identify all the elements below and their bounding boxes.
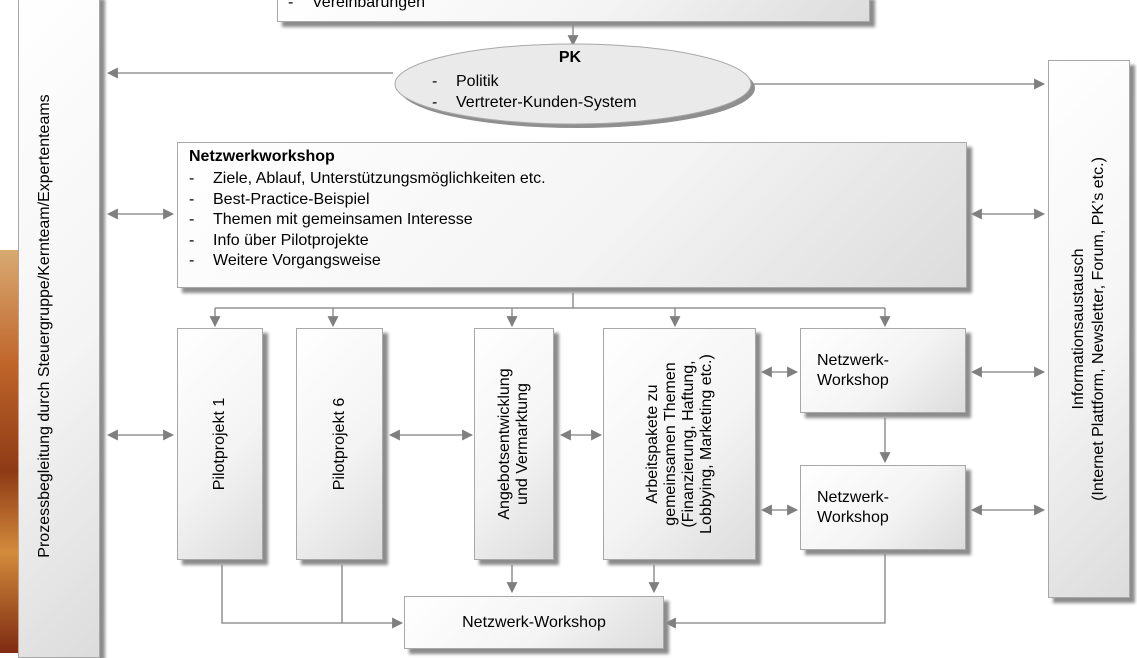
right-bar-line2: (Internet Plattform, Newsletter, Forum, … [1090,157,1107,501]
workshop-b-line1: Netzwerk- [817,489,890,506]
top-box-item: Vereinbarungen [284,0,425,14]
bottom-netzwerk-workshop-box: Netzwerk-Workshop [404,596,664,649]
pilotprojekt-6-label: Pilotprojekt 6 [330,397,348,491]
angebot-line2: und Vermarktung [514,383,531,505]
left-bar-text: Prozessbegleitung durch Steuergruppe/Ker… [36,94,53,558]
arbeitspakete-line4: Lobbying, Marketing etc.) [697,354,715,534]
line-pilot1-to-bottom [221,565,404,629]
line-workshop-b-to-bottom [664,554,886,629]
left-bar: Prozessbegleitung durch Steuergruppe/Ker… [18,0,100,658]
netzwerk-workshop-b-box: Netzwerk- Workshop [800,465,966,550]
angebot-label: Angebotsentwicklung und Vermarktung [496,368,532,519]
top-box: Vereinbarungen [277,0,870,22]
arbeitspakete-label: Arbeitspakete zu gemeinsamen Themen (Fin… [644,354,716,534]
workshop-b-line2: Workshop [817,509,889,526]
netzwerk-workshop-a-box: Netzwerk- Workshop [800,328,966,413]
pk-item-vertreter: Vertreter-Kunden-System [428,93,637,114]
arbeitspakete-box: Arbeitspakete zu gemeinsamen Themen (Fin… [603,328,756,560]
arbeitspakete-line1: Arbeitspakete zu [643,384,661,504]
workshop-item-themen: Themen mit gemeinsamen Interesse [185,210,546,231]
workshop-item-best-practice: Best-Practice-Beispiel [185,190,546,211]
angebot-line1: Angebotsentwicklung [496,368,513,520]
workshop-item-ziele: Ziele, Ablauf, Unterstützungsmöglichkeit… [185,169,546,190]
right-bar: Informationsaustausch (Internet Plattfor… [1048,60,1130,598]
arbeitspakete-line2: gemeinsamen Themen [661,362,679,526]
decorative-photo-strip [0,250,18,653]
pk-item-politik: Politik [428,72,637,93]
netzwerkworkshop-title: Netzwerkworkshop [189,148,335,165]
workshop-a-line1: Netzwerk- [817,352,890,369]
pk-node: PK Politik Vertreter-Kunden-System [420,48,720,124]
pilotprojekt-6-box: Pilotprojekt 6 [296,328,383,560]
angebot-box: Angebotsentwicklung und Vermarktung [474,328,554,560]
workshop-a-text: Netzwerk- Workshop [817,351,889,391]
workshop-item-weitere: Weitere Vorgangsweise [185,251,546,272]
workshop-item-info: Info über Pilotprojekte [185,231,546,252]
arbeitspakete-line3: (Finanzierung, Haftung, [679,360,697,528]
workshop-b-text: Netzwerk- Workshop [817,488,889,528]
right-bar-text: Informationsaustausch (Internet Plattfor… [1069,157,1109,501]
netzwerkworkshop-box: Netzwerkworkshop Ziele, Ablauf, Unterstü… [177,142,967,288]
pilotprojekt-1-box: Pilotprojekt 1 [177,328,263,560]
right-bar-line1: Informationsaustausch [1070,248,1087,410]
pilotprojekt-1-label: Pilotprojekt 1 [211,397,228,491]
workshop-a-line2: Workshop [817,372,889,389]
pk-title: PK [558,49,582,66]
bottom-workshop-label: Netzwerk-Workshop [462,614,606,631]
